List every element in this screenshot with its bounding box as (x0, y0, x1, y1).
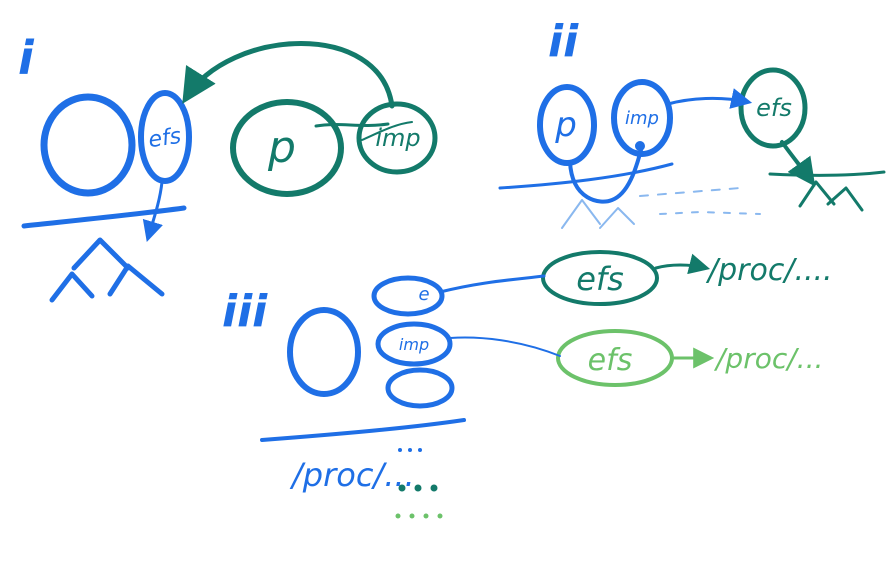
imp-to-efs-line-iii (449, 336, 561, 357)
efs-label-i: efs (147, 124, 183, 153)
imp-to-efs-arrow-ii (666, 88, 753, 109)
p-imp-loop-ii (568, 144, 644, 204)
efs-node-iii-top (541, 250, 659, 306)
ellipsis-rows-iii (395, 448, 443, 519)
panel-iii-marker: iii (222, 286, 268, 337)
efs-top-to-proc-arrow (654, 253, 711, 275)
panel-i-marker: i (18, 31, 35, 85)
imp-node-i (356, 101, 438, 175)
p-label-ii: p (554, 105, 577, 145)
baseline-iii (260, 418, 466, 442)
p-node-ii (537, 84, 597, 166)
panel-ii: ii p imp efs (498, 16, 886, 229)
efs-down-arrow-ii (780, 140, 816, 187)
imp-label-ii: imp (625, 108, 659, 129)
efs-label-ii: efs (756, 94, 792, 122)
p-node-i (230, 99, 344, 197)
baseline-i (21, 205, 187, 229)
empty-node-iii (287, 307, 361, 397)
efs-label-iii-bottom: efs (588, 343, 633, 378)
panel-i: i efs p imp (18, 31, 438, 303)
e-to-efs-line-iii (438, 274, 546, 294)
baseline-ii (498, 162, 674, 190)
filesystem-tree-i (49, 237, 165, 303)
imp-label-i: imp (375, 124, 420, 152)
imp-dot-ii (635, 141, 645, 151)
baseline-ii-right (768, 170, 886, 177)
proc-path-top: /proc/.... (705, 253, 833, 288)
imp-node-iii (375, 321, 453, 367)
efs-label-iii-top: efs (576, 260, 624, 298)
baseline-ii-fade (639, 187, 741, 197)
imp-node-ii (611, 79, 673, 157)
panel-iii: iii e imp efs efs /proc/.... /proc/... /… (222, 250, 833, 519)
efs-down-arrow-i (142, 180, 164, 243)
empty-small-node-iii (385, 367, 455, 409)
proc-path-bottom: /proc/... (713, 342, 823, 375)
panel-ii-marker: ii (548, 16, 579, 67)
faded-tree-ii (561, 199, 761, 229)
imp-to-efs-arrow-i (182, 41, 395, 109)
p-label-i: p (267, 122, 296, 173)
p-imp-line-i-2 (361, 121, 413, 141)
imp-label-iii: imp (399, 335, 429, 354)
e-label-iii: e (418, 284, 429, 305)
empty-node-i (40, 93, 136, 197)
filesystem-tree-ii (798, 180, 864, 212)
efs-node-i (138, 90, 192, 184)
p-imp-line-i (314, 122, 390, 128)
e-node-iii (371, 275, 445, 317)
proc-path-base: /proc/... (289, 456, 415, 494)
